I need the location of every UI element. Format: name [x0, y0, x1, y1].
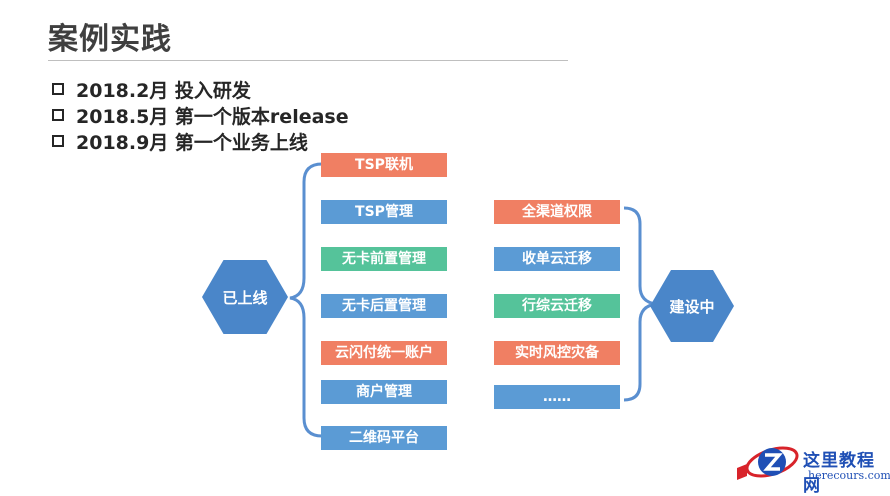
system-box-merchant-mgmt: 商户管理	[321, 380, 447, 404]
system-box-tsp-management: TSP管理	[321, 200, 447, 224]
square-bullet-icon	[52, 109, 64, 121]
milestone-text: 2018.9月 第一个业务上线	[76, 131, 308, 154]
milestone-text: 2018.2月 投入研发	[76, 79, 251, 102]
online-hexagon-label: 已上线	[222, 288, 268, 307]
system-box-cardless-back: 无卡后置管理	[321, 294, 447, 318]
system-box-channel-permission: 全渠道权限	[494, 200, 620, 224]
milestone-item: 2018.9月 第一个业务上线	[52, 128, 349, 154]
system-box-tsp-online: TSP联机	[321, 153, 447, 177]
square-bullet-icon	[52, 83, 64, 95]
online-hexagon: 已上线	[202, 260, 288, 334]
left-brace	[289, 162, 323, 438]
system-box-integrated-cloud: 行综云迁移	[494, 294, 620, 318]
in-progress-hexagon: 建设中	[650, 270, 734, 342]
system-box-acquiring-cloud: 收单云迁移	[494, 247, 620, 271]
milestone-item: 2018.2月 投入研发	[52, 76, 349, 102]
system-box-risk-dr: 实时风控灾备	[494, 341, 620, 365]
system-box-more: ……	[494, 385, 620, 409]
system-box-unified-account: 云闪付统一账户	[321, 341, 447, 365]
system-box-cardless-front: 无卡前置管理	[321, 247, 447, 271]
in-progress-hexagon-label: 建设中	[669, 297, 715, 316]
milestone-text: 2018.5月 第一个版本release	[76, 105, 349, 128]
square-bullet-icon	[52, 135, 64, 147]
title-divider	[48, 60, 568, 61]
milestone-item: 2018.5月 第一个版本release	[52, 102, 349, 128]
site-logo-url: herecours.com	[808, 469, 890, 482]
system-box-qrcode-platform: 二维码平台	[321, 426, 447, 450]
page-title: 案例实践	[48, 22, 172, 57]
milestone-list: 2018.2月 投入研发 2018.5月 第一个版本release 2018.9…	[52, 76, 349, 154]
site-logo-icon	[737, 446, 799, 480]
